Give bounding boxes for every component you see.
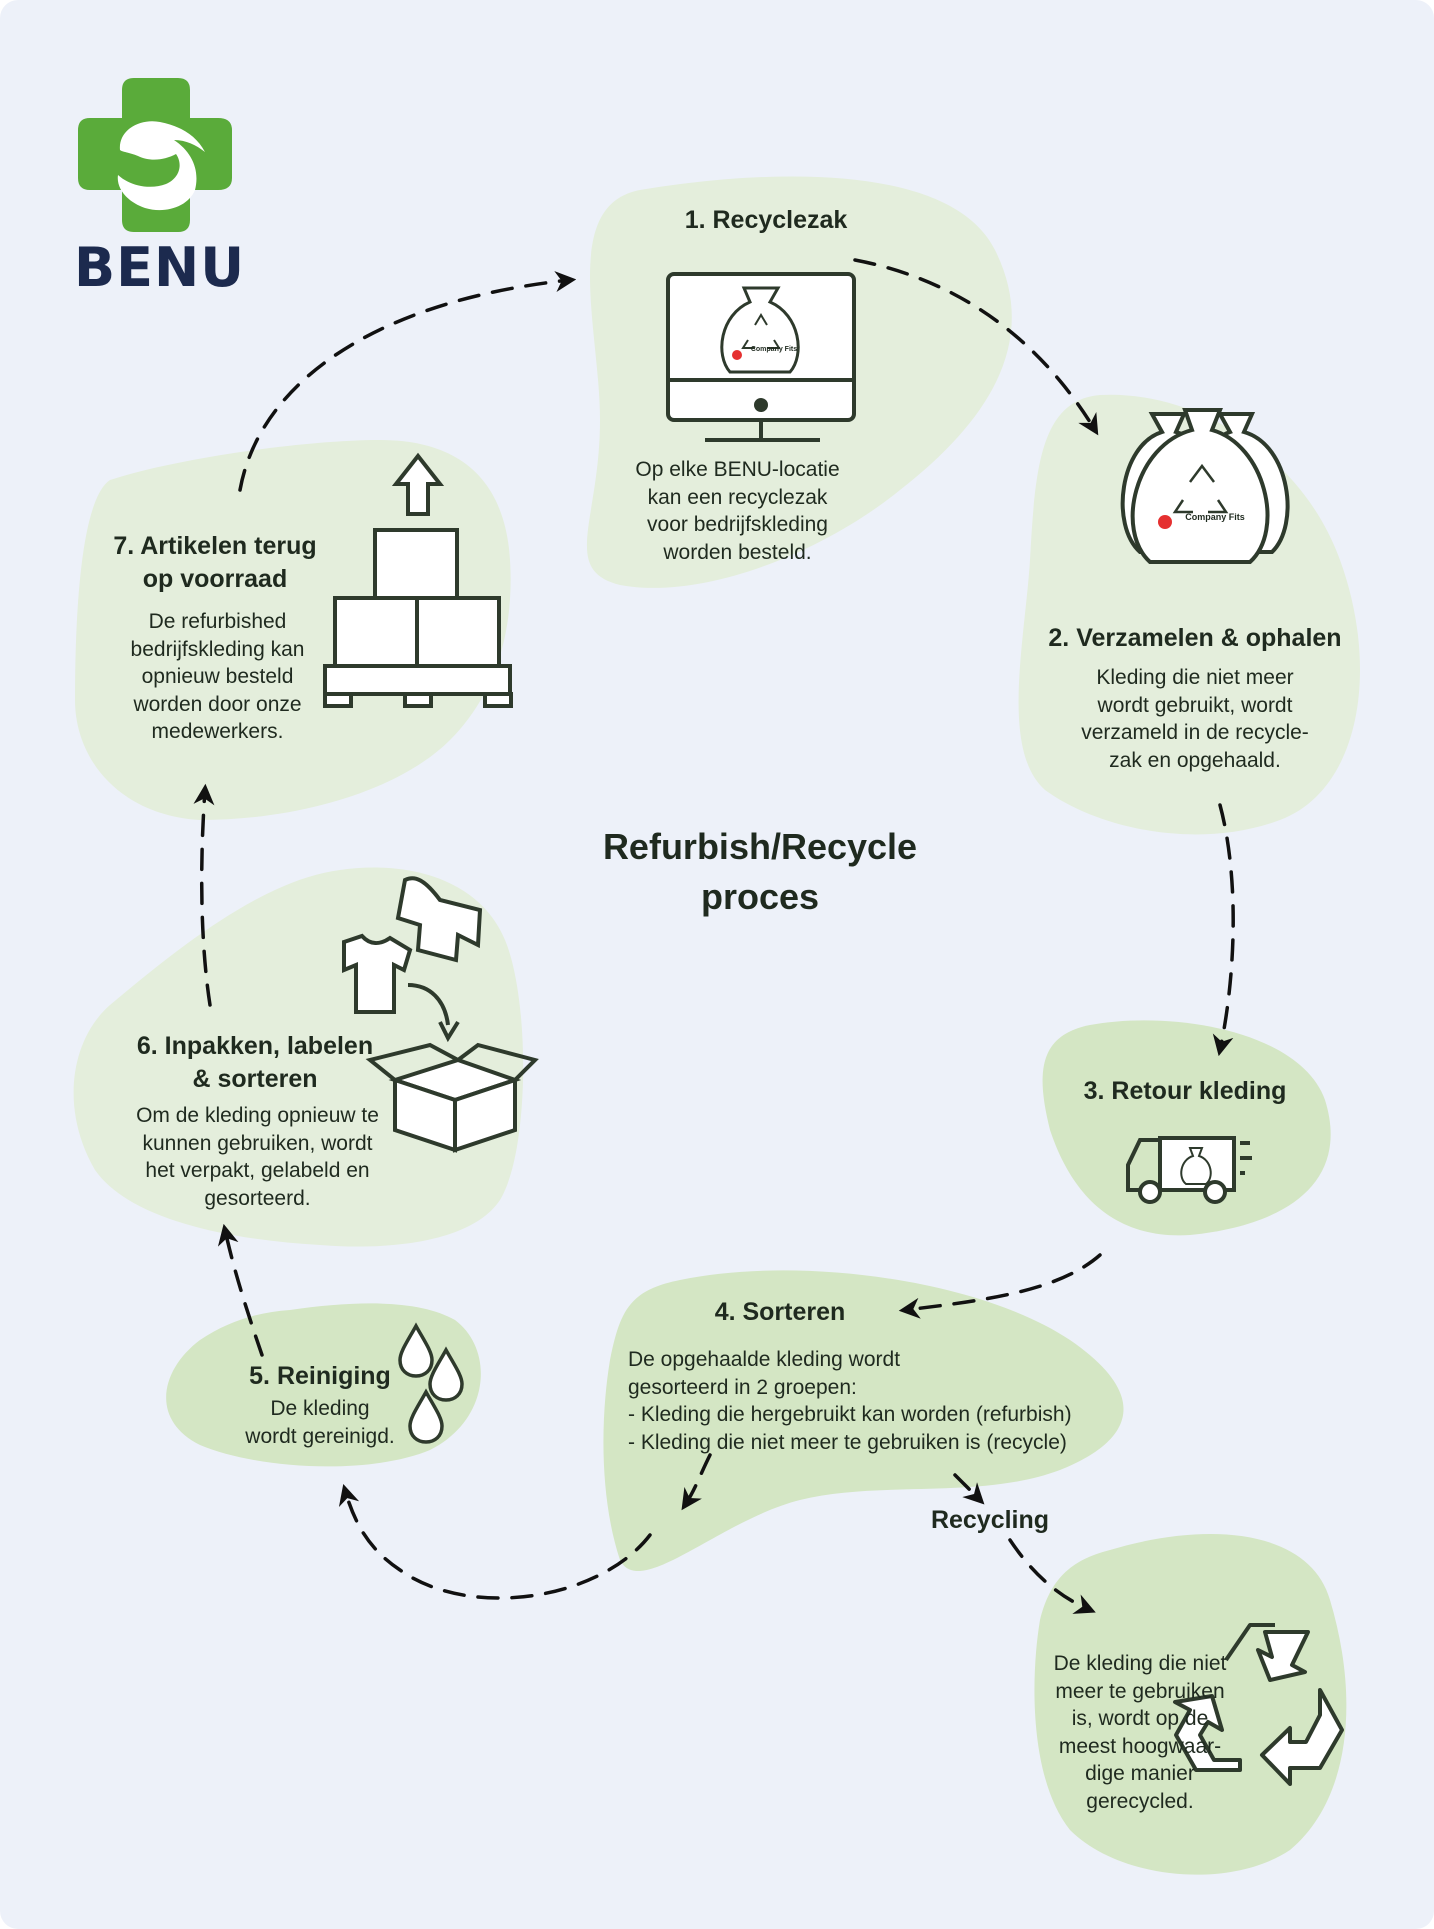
step-6-title: 6. Inpakken, labelen & sorteren xyxy=(110,1030,400,1096)
recycling-body: De kleding die niet meer te gebruiken is… xyxy=(1040,1650,1240,1815)
brand-name: BENU xyxy=(74,236,246,299)
step-4-body: De opgehaalde kleding wordt gesorteerd i… xyxy=(628,1346,1128,1456)
step-1-body-line: Op elke BENU-locatie xyxy=(635,458,840,481)
step-6-body-line: Om de kleding opnieuw te xyxy=(136,1104,379,1127)
step-6-body-line: het verpakt, gelabeld en xyxy=(145,1159,370,1182)
arrow-5-to-6 xyxy=(217,1223,264,1357)
bag-label-step-1: Company Fits xyxy=(750,346,798,353)
recycling-body-line: meest hoogwaar- xyxy=(1058,1734,1222,1758)
step-7-body: De refurbished bedrijfskleding kan opnie… xyxy=(105,608,330,746)
step-5-body: De kleding wordt gereinigd. xyxy=(220,1395,420,1450)
arrow-recycling-down xyxy=(1008,1538,1096,1614)
step-2-body-line: wordt gebruikt, wordt xyxy=(1097,693,1293,717)
arrow-4-split xyxy=(681,1453,712,1511)
step-7-body-line: medewerkers. xyxy=(151,720,284,743)
step-2-body: Kleding die niet meer wordt gebruikt, wo… xyxy=(1050,664,1340,774)
arrow-4-to-recycling xyxy=(953,1473,985,1505)
recycling-body-line: dige manier xyxy=(1085,1762,1195,1785)
step-4-title: 4. Sorteren xyxy=(714,1298,846,1326)
blob-step-3 xyxy=(1042,1020,1331,1236)
arrow-1-to-2 xyxy=(853,258,1099,436)
step-4-body-line: gesorteerd in 2 groepen: xyxy=(628,1375,857,1399)
page-title-line1: Refurbish/Recycle xyxy=(602,826,918,867)
blob-step-5 xyxy=(166,1303,481,1467)
step-4-body-line: De opgehaalde kleding wordt xyxy=(628,1348,901,1371)
recycling-body-line: gerecycled. xyxy=(1086,1789,1194,1813)
water-drops-icon xyxy=(398,1322,464,1444)
recycling-body-line: is, wordt op de xyxy=(1071,1707,1209,1730)
step-2-title: 2. Verzamelen & ophalen xyxy=(1048,624,1342,652)
step-2-body-line: zak en opgehaald. xyxy=(1109,748,1281,772)
step-1-body-line: kan een recyclezak xyxy=(647,485,828,509)
step-5-title: 5. Reiniging xyxy=(249,1362,391,1390)
step-6-body: Om de kleding opnieuw te kunnen gebruike… xyxy=(110,1102,405,1212)
step-1-body-line: worden besteld. xyxy=(663,540,812,564)
step-4-body-line: - Kleding die niet meer te gebruiken is … xyxy=(628,1430,1067,1454)
step-4-body-line: - Kleding die hergebruikt kan worden (re… xyxy=(628,1403,1072,1426)
step-7-title: 7. Artikelen terug op voorraad xyxy=(90,530,340,596)
page-title: Refurbish/Recycle proces xyxy=(540,822,980,922)
page-title-line2: proces xyxy=(700,876,820,917)
step-1-body-line: voor bedrijfskleding xyxy=(647,513,828,536)
step-7-title-line: 7. Artikelen terug xyxy=(113,532,317,560)
blob-step-6 xyxy=(73,867,524,1247)
arrow-2-to-3 xyxy=(1212,803,1235,1057)
step-7-title-line: op voorraad xyxy=(142,565,288,593)
recycling-label: Recycling xyxy=(930,1506,1050,1534)
delivery-truck-icon xyxy=(1126,1136,1252,1204)
step-3-title: 3. Retour kleding xyxy=(1083,1077,1287,1105)
step-2-body-line: Kleding die niet meer xyxy=(1096,666,1294,689)
arrow-4-to-5 xyxy=(338,1483,652,1600)
three-bags-icon xyxy=(1120,408,1290,564)
step-6-body-line: kunnen gebruiken, wordt xyxy=(142,1131,373,1155)
recycling-body-line: De kleding die niet xyxy=(1053,1652,1227,1675)
pallet-boxes-up-arrow-icon xyxy=(323,452,513,708)
step-6-title-line: & sorteren xyxy=(192,1065,318,1093)
step-2-body-line: verzameld in de recycle- xyxy=(1081,721,1309,744)
step-1-body: Op elke BENU-locatie kan een recyclezak … xyxy=(600,456,875,566)
monitor-with-bag-icon xyxy=(666,272,856,442)
step-5-body-line: De kleding xyxy=(270,1397,370,1420)
step-1-title: 1. Recyclezak xyxy=(684,206,848,234)
arrow-6-to-7 xyxy=(193,783,215,1007)
recycling-body-line: meer te gebruiken xyxy=(1055,1679,1225,1703)
step-7-body-line: worden door onze xyxy=(133,692,302,716)
step-7-body-line: De refurbished xyxy=(148,610,287,633)
bag-label-step-2: Company Fits xyxy=(1185,512,1245,522)
step-7-body-line: bedrijfskleding kan xyxy=(130,637,305,661)
arrow-3-to-4 xyxy=(898,1253,1102,1319)
step-5-body-line: wordt gereinigd. xyxy=(245,1424,395,1448)
step-7-body-line: opnieuw besteld xyxy=(141,665,294,688)
clothes-into-box-icon xyxy=(342,876,539,1153)
step-6-body-line: gesorteerd. xyxy=(204,1186,311,1210)
recycle-arrows-icon xyxy=(1173,1623,1344,1786)
step-6-title-line: 6. Inpakken, labelen xyxy=(136,1032,374,1060)
arrow-7-to-1 xyxy=(238,271,577,492)
green-cross-swan-logo xyxy=(78,78,232,232)
blob-step-4 xyxy=(603,1270,1124,1572)
